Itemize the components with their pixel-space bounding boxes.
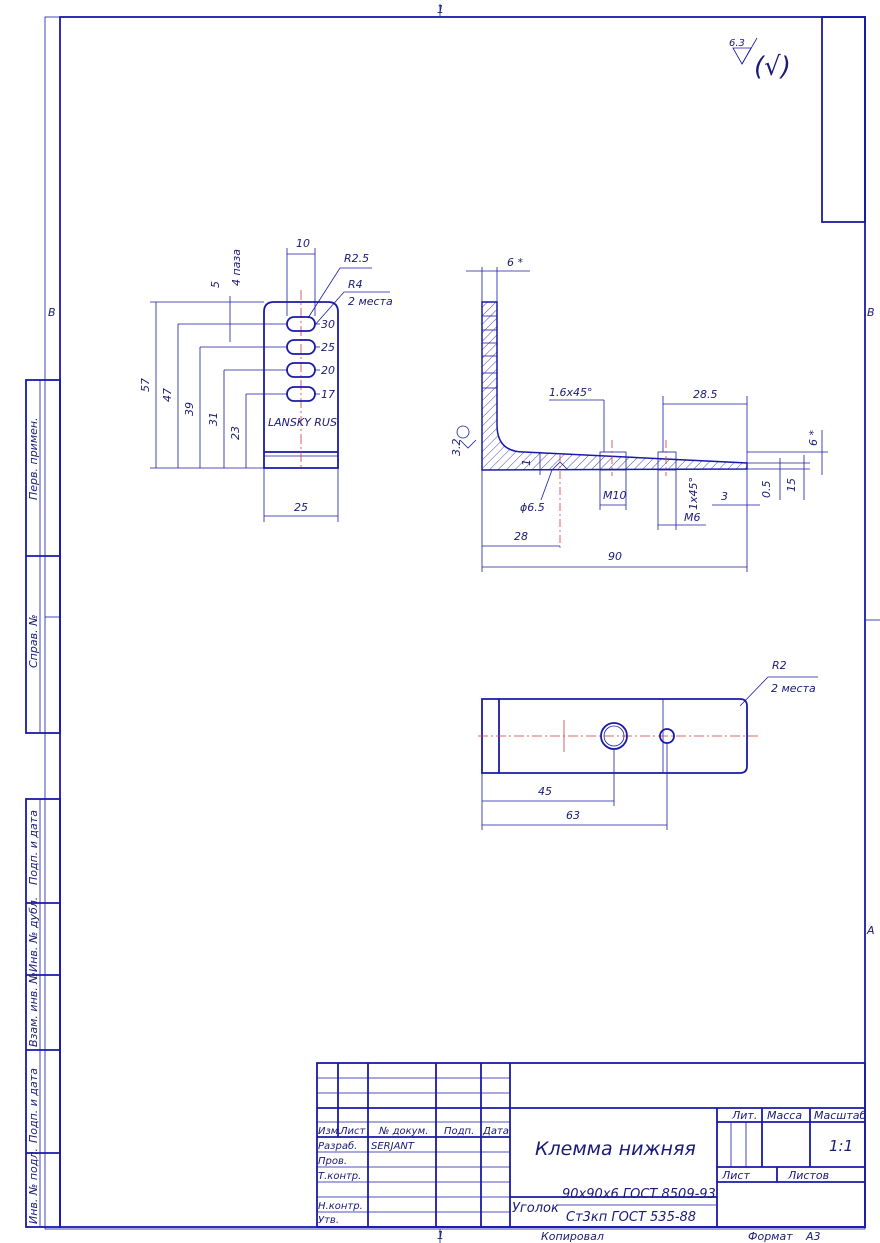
strip-podp-data-1: Подп. и дата xyxy=(27,810,40,885)
strip-perv-primen: Перв. примен. xyxy=(27,417,40,500)
strip-podp-data-2: Подп. и дата xyxy=(27,1068,40,1143)
tb-massa: Масса xyxy=(767,1109,802,1122)
tb-title: Клемма нижняя xyxy=(535,1138,696,1160)
dim-m10: M10 xyxy=(603,489,627,502)
strip-inv-podl: Инв. № подл. xyxy=(27,1148,40,1224)
strip-sprav-no: Справ. № xyxy=(27,614,40,668)
title-block-frame xyxy=(316,1062,866,1228)
tb-listov: Листов xyxy=(787,1169,829,1182)
slot-label-17: 17 xyxy=(321,388,335,401)
zone-mark-right-a: А xyxy=(866,924,875,937)
zone-mark-bottom: 1 xyxy=(437,1229,444,1242)
roughness-value: 6.3 xyxy=(729,38,745,49)
zone-mark-top: 1 xyxy=(437,3,444,16)
tb-col-izm: Изм. xyxy=(318,1126,342,1137)
dim-chamfer-1-6x45: 1.6x45° xyxy=(549,386,593,399)
dim-0-5: 0.5 xyxy=(760,481,773,499)
tb-col-no-dokum: № докум. xyxy=(378,1126,428,1137)
tb-material-bottom: Ст3кп ГОСТ 535-88 xyxy=(566,1210,696,1225)
dim-15: 15 xyxy=(785,478,798,492)
engraving-text: LANSKY RUS xyxy=(268,416,337,429)
dim-45: 45 xyxy=(538,785,552,798)
dim-r4: R4 xyxy=(348,278,363,291)
tb-row-nkontr: Н.контр. xyxy=(318,1201,363,1212)
dim-1x45: 1x45° xyxy=(687,477,700,510)
zone-mark-left-b: В xyxy=(48,306,56,319)
note-2-mesta-plan: 2 места xyxy=(771,682,816,695)
dim-25-width: 25 xyxy=(294,501,308,514)
note-4-paza: 4 паза xyxy=(230,249,243,286)
dim-5: 5 xyxy=(209,281,222,288)
strip-vzam-inv: Взам. инв. № xyxy=(27,972,40,1047)
dim-r2: R2 xyxy=(772,659,787,672)
tb-row-utv: Утв. xyxy=(318,1215,339,1226)
slot-label-25: 25 xyxy=(321,341,335,354)
dim-23: 23 xyxy=(229,426,242,440)
dim-47: 47 xyxy=(161,388,174,402)
tb-col-data: Дата xyxy=(482,1126,509,1137)
sheet-frame xyxy=(44,4,880,1243)
plan-view xyxy=(478,676,818,830)
dim-phi-6-5: ϕ6.5 xyxy=(520,501,545,514)
strip-inv-dubl: Инв. № дубл. xyxy=(27,897,40,972)
tb-row-tkontr: Т.контр. xyxy=(318,1171,361,1182)
tb-row-razrab: Разраб. xyxy=(318,1140,357,1152)
side-strip xyxy=(25,379,61,1228)
dim-3-2: 3.2 xyxy=(450,439,463,457)
dim-90: 90 xyxy=(608,550,622,563)
slot-label-20: 20 xyxy=(321,364,335,377)
tb-format-value: А3 xyxy=(805,1230,821,1243)
dim-28: 28 xyxy=(514,530,528,543)
tb-lit: Лит. xyxy=(731,1109,757,1122)
section-view xyxy=(456,267,828,572)
tb-scale-value: 1:1 xyxy=(829,1137,853,1155)
tb-razrab-name: SERJANT xyxy=(371,1141,415,1152)
roughness-mark: 6.3 (√) xyxy=(729,37,791,82)
note-2-mesta-left: 2 места xyxy=(348,295,393,308)
tb-list: Лист xyxy=(721,1169,750,1182)
dim-1: 1 xyxy=(520,459,533,466)
dim-39: 39 xyxy=(183,402,196,416)
slot-label-30: 30 xyxy=(321,318,335,331)
dim-57: 57 xyxy=(139,378,152,392)
tb-col-list: Лист xyxy=(339,1126,367,1137)
dim-6-top: 6 * xyxy=(507,256,523,269)
zone-mark-right-b: В xyxy=(867,306,875,319)
dim-63: 63 xyxy=(566,809,580,822)
dim-10: 10 xyxy=(296,237,310,250)
tb-material-prefix: Уголок xyxy=(512,1201,559,1216)
dim-r2-5: R2.5 xyxy=(344,252,369,265)
front-view xyxy=(150,248,390,522)
tb-material-top: 90х90х6 ГОСТ 8509-93 xyxy=(562,1187,716,1202)
dim-31: 31 xyxy=(207,412,220,426)
tb-kopiroval: Копировал xyxy=(541,1230,604,1243)
roughness-check: (√) xyxy=(754,52,791,82)
dim-3: 3 xyxy=(721,490,728,503)
dim-28-5: 28.5 xyxy=(693,388,718,401)
tb-col-podp: Подп. xyxy=(444,1126,474,1137)
dim-6-right: 6 * xyxy=(807,430,820,446)
tb-masshtab: Масштаб xyxy=(814,1109,866,1122)
tb-row-prov: Пров. xyxy=(318,1156,347,1167)
dim-m6: M6 xyxy=(684,511,701,524)
tb-format: Формат xyxy=(748,1230,793,1243)
